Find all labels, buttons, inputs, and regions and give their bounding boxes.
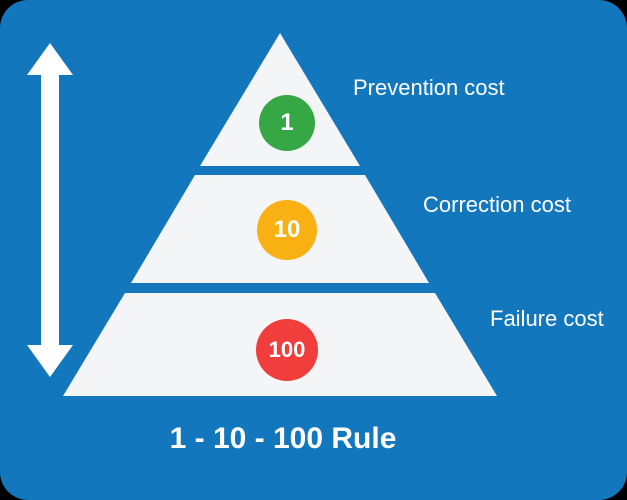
failure-value: 100 [268, 337, 306, 362]
failure-value-badge: 100 [256, 319, 318, 381]
correction-value: 10 [273, 216, 301, 243]
correction-cost-label: Correction cost [423, 192, 571, 217]
page-title: 1 - 10 - 100 Rule [169, 422, 397, 455]
prevention-value: 1 [280, 109, 294, 136]
double-arrow-icon [27, 43, 73, 377]
correction-value-badge: 10 [257, 200, 317, 260]
failure-cost-label: Failure cost [490, 306, 604, 331]
prevention-cost-label: Prevention cost [353, 75, 505, 100]
prevention-value-badge: 1 [259, 95, 315, 151]
